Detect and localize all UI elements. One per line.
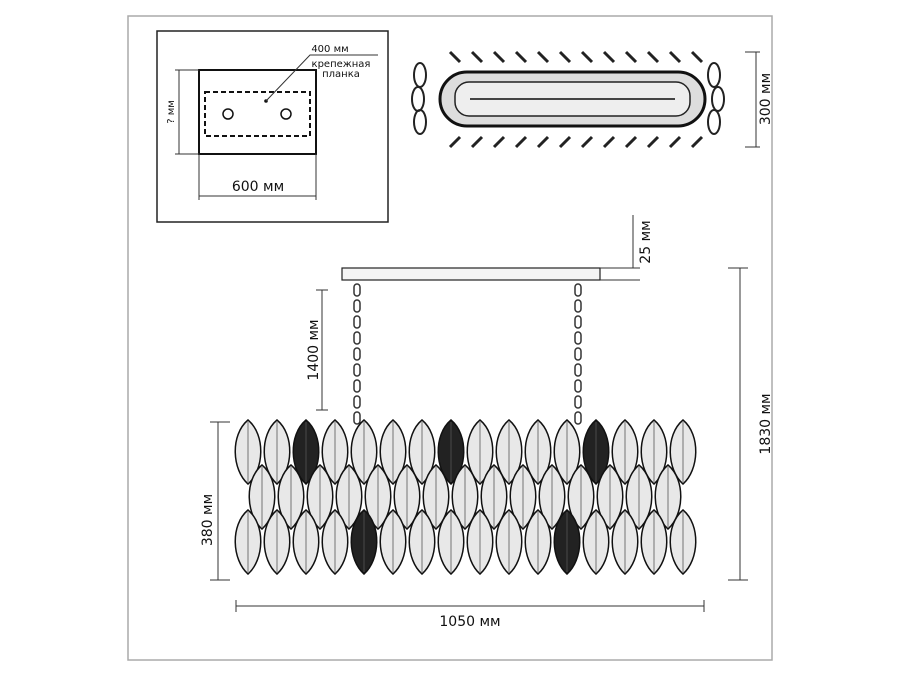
height-dim-line (175, 69, 199, 155)
top-leaf (668, 135, 682, 149)
top-leaf (580, 50, 594, 64)
top-leaf (448, 135, 462, 149)
plate-width-label: 600 мм (232, 179, 284, 195)
canopy-height-label: 25 мм (638, 220, 654, 263)
top-leaf (558, 135, 572, 149)
top-view: 300 мм (411, 50, 774, 149)
top-leaf (646, 135, 660, 149)
chain-link (574, 299, 582, 313)
chain-link (353, 347, 361, 361)
chain-link (574, 363, 582, 377)
top-leaf (690, 135, 704, 149)
chain-link (353, 363, 361, 377)
top-leaf (602, 50, 616, 64)
top-leaf (602, 135, 616, 149)
width-dim-line (235, 600, 705, 612)
top-leaf (514, 50, 528, 64)
side-view: 25 мм 1400 мм 1830 мм 380 мм 1050 мм (200, 215, 774, 630)
chain-link (353, 395, 361, 409)
canopy-dim-line (600, 215, 640, 281)
chain-link (574, 379, 582, 393)
strip-length-label: 400 мм (311, 44, 348, 55)
chain-link (353, 283, 361, 297)
chain-link (574, 283, 582, 297)
top-leaf (470, 50, 484, 64)
top-leaf (624, 50, 638, 64)
total-height-dim-line (728, 267, 748, 581)
top-leaf (448, 50, 462, 64)
mount-hole-left (222, 108, 234, 120)
top-leaf (411, 86, 425, 112)
depth-dim-line (745, 51, 760, 148)
chain-link (574, 315, 582, 329)
chain-link (353, 315, 361, 329)
top-leaf (707, 109, 721, 135)
plate-outline (198, 69, 317, 155)
chain-link (574, 331, 582, 345)
chain-dim-line (316, 289, 328, 411)
strip-label-line1: крепежная (312, 59, 371, 70)
top-leaf (558, 50, 572, 64)
mounting-strip (204, 91, 311, 137)
top-leaf (413, 62, 427, 88)
strip-label-line2: планка (322, 69, 360, 80)
top-leaf (470, 135, 484, 149)
width-label: 1050 мм (439, 614, 500, 630)
mount-plate-inset: 400 мм крепежная планка ? мм 600 мм (156, 30, 389, 223)
top-leaf (711, 86, 725, 112)
top-leaf (492, 50, 506, 64)
top-leaf (580, 135, 594, 149)
outer-frame (127, 15, 773, 661)
top-leaf (413, 109, 427, 135)
chain-length-label: 1400 мм (306, 319, 322, 380)
chain-link (574, 395, 582, 409)
leader-line (265, 54, 378, 102)
chain-link (353, 331, 361, 345)
top-leaf (624, 135, 638, 149)
width-dim-line (198, 154, 317, 200)
top-leaf (690, 50, 704, 64)
top-leaf (707, 62, 721, 88)
top-leaf (492, 135, 506, 149)
depth-label: 300 мм (758, 73, 774, 125)
mount-hole-right (280, 108, 292, 120)
chain-link (574, 411, 582, 425)
chain-link (353, 411, 361, 425)
top-leaf (536, 135, 550, 149)
chain-link (574, 347, 582, 361)
inset-frame (156, 30, 389, 223)
body-height-dim-line (210, 421, 230, 581)
top-leaf (514, 135, 528, 149)
plate-height-label: ? мм (166, 100, 177, 124)
chain-link (353, 299, 361, 313)
top-leaf (536, 50, 550, 64)
chain-link (353, 379, 361, 393)
top-leaf (668, 50, 682, 64)
top-leaf (646, 50, 660, 64)
total-height-label: 1830 мм (758, 393, 774, 454)
body-height-label: 380 мм (200, 494, 216, 546)
ceiling-canopy (341, 267, 601, 281)
